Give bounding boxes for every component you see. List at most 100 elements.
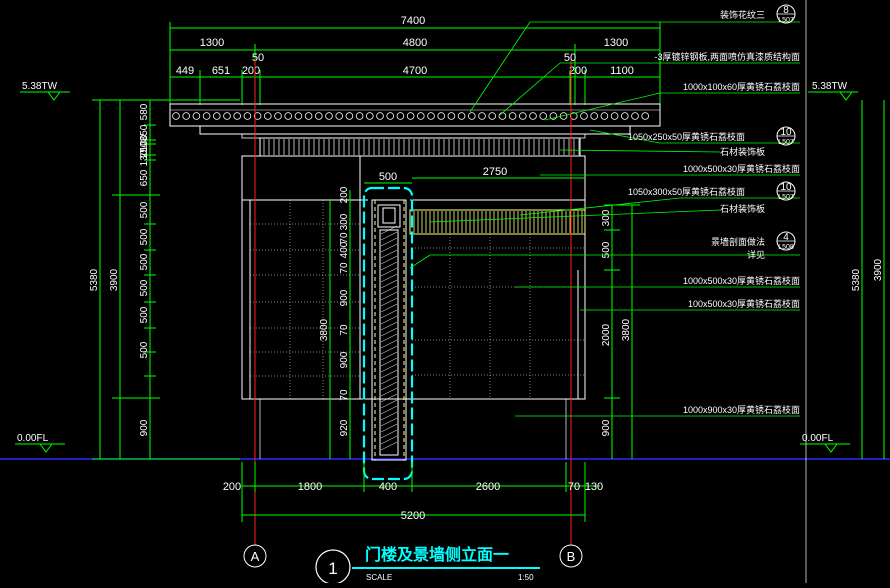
dim-bottom-2600: 2600 [476, 481, 500, 493]
dim-right-2000: 2000 [601, 323, 612, 346]
dim-right-900: 900 [601, 419, 612, 436]
detail-callout-number: 4 [783, 232, 789, 243]
dim-right-3900: 3900 [873, 258, 884, 281]
detail-callout-sheet: L507 [778, 17, 794, 24]
column-hatch-line [380, 369, 398, 379]
left-stack-dim: 500 [139, 228, 150, 245]
left-stack-dim: 130 [139, 149, 150, 166]
roof-perforation [335, 112, 344, 120]
roof-perforation [437, 112, 446, 120]
left-stack-dim: 250 [139, 141, 150, 158]
gate-column [362, 186, 414, 481]
left-stack-dim: 580 [139, 103, 150, 120]
column-stack-dim: 70 [339, 324, 350, 336]
column-dimension-lines [329, 177, 585, 459]
roof-perforation [314, 112, 323, 120]
roof-perforation [325, 112, 333, 120]
column-hatch-line [380, 345, 398, 355]
dim-bottom-1800: 1800 [298, 481, 322, 493]
column-stack-dim: 70 [339, 389, 350, 401]
view-number: 1 [328, 559, 337, 578]
column-hatch-line [380, 417, 398, 427]
roof-perforation [518, 112, 527, 120]
column-hatch-line [380, 393, 398, 403]
column-hatch-line [380, 291, 398, 301]
column-hatch-line [380, 327, 398, 337]
roof-perforation [559, 112, 568, 120]
column-hatch-line [380, 441, 398, 451]
callout-text: 100x500x30厚黄锈石荔枝面 [688, 298, 800, 309]
column-hatch-line [380, 399, 398, 409]
level-marker-bottom-right: 0.00FL [800, 433, 850, 453]
dim-left-50: 50 [252, 52, 264, 64]
roof-perforation [427, 112, 435, 120]
callout-text: -3厚镀锌钢板,两面喷仿真漆质结构面 [654, 51, 800, 62]
dim-right-300: 300 [601, 209, 612, 226]
detail-callout-sheet: L507 [778, 139, 794, 146]
level-marker-bottom-left: 0.00FL [15, 433, 65, 453]
top-dimension-lines [169, 22, 661, 105]
dim-column-height: 3800 [319, 318, 330, 341]
dim-left-3900: 3900 [109, 268, 120, 291]
callout-text: 1050x300x50厚黄锈石荔枝面 [628, 186, 745, 197]
column-hatch-line [380, 321, 398, 331]
dim-right-50: 50 [564, 52, 576, 64]
axis-label-b: B [567, 549, 576, 564]
roof-perforation [274, 112, 282, 120]
column-hatch-line [380, 231, 398, 241]
roof-structure [169, 103, 661, 157]
dim-right-500: 500 [601, 241, 612, 258]
roof-perforation [213, 112, 221, 120]
dim-4700: 4700 [403, 65, 427, 77]
roof-perforation [294, 112, 303, 120]
roof-perforation [192, 112, 201, 120]
callout-text: 1050x250x50厚黄锈石荔枝面 [628, 131, 745, 142]
roof-perforation [488, 112, 497, 120]
dim-right-total: 5380 [851, 268, 862, 291]
column-hatch-line [380, 333, 398, 343]
detail-callout-sheet: L508 [778, 244, 794, 251]
dim-column-span: 2750 [483, 166, 507, 178]
column-hatch-line [380, 387, 398, 397]
roof-perforation [610, 112, 619, 120]
left-stack-dim: 500 [139, 279, 150, 296]
dim-left-overhang: 1300 [200, 37, 224, 49]
roof-perforation [233, 112, 242, 120]
dim-bottom-200: 200 [223, 481, 241, 493]
dim-middle-span: 4800 [403, 37, 427, 49]
callout-text: 详见 [747, 249, 765, 260]
column-hatch-line [380, 279, 398, 289]
drawing-title-block: 1 门楼及景墙侧立面一 SCALE 1:50 [315, 545, 540, 585]
detail-callout-number: 10 [780, 182, 792, 193]
level-label-top-right: 5.38TW [812, 81, 848, 92]
dim-left-total: 5380 [89, 268, 100, 291]
column-hatch-line [380, 429, 398, 439]
column-hatch-line [380, 297, 398, 307]
roof-perforation [243, 112, 252, 120]
callout-text: 景墙剖面做法 [711, 236, 765, 247]
column-hatch-line [380, 357, 398, 367]
roof-perforation [355, 112, 364, 120]
dim-bottom-130: 130 [585, 481, 603, 493]
column-hatch-line [380, 237, 398, 247]
roof-perforation [416, 112, 425, 120]
level-label-bottom-right: 0.00FL [802, 433, 834, 444]
roof-perforation [508, 112, 517, 120]
dim-651: 651 [212, 65, 230, 77]
column-stack-dim: 920 [339, 419, 350, 436]
drawing-title: 门楼及景墙侧立面一 [365, 545, 509, 564]
roof-perforation [172, 112, 180, 120]
column-hatch-line [380, 243, 398, 253]
column-stack-dim: 400 [339, 241, 350, 258]
column-hatch-line [380, 363, 398, 373]
dim-bottom-70: 70 [568, 481, 580, 493]
roof-perforation [641, 112, 649, 120]
column-stack-dim: 900 [339, 351, 350, 368]
callout-text: 石材装饰板 [720, 203, 765, 214]
column-hatch-line [380, 315, 398, 325]
left-stack-dim: 350 [139, 124, 150, 141]
roof-perforation [182, 112, 191, 120]
axis-label-a: A [251, 549, 260, 564]
level-marker-top-left: 5.38TW [20, 81, 70, 101]
